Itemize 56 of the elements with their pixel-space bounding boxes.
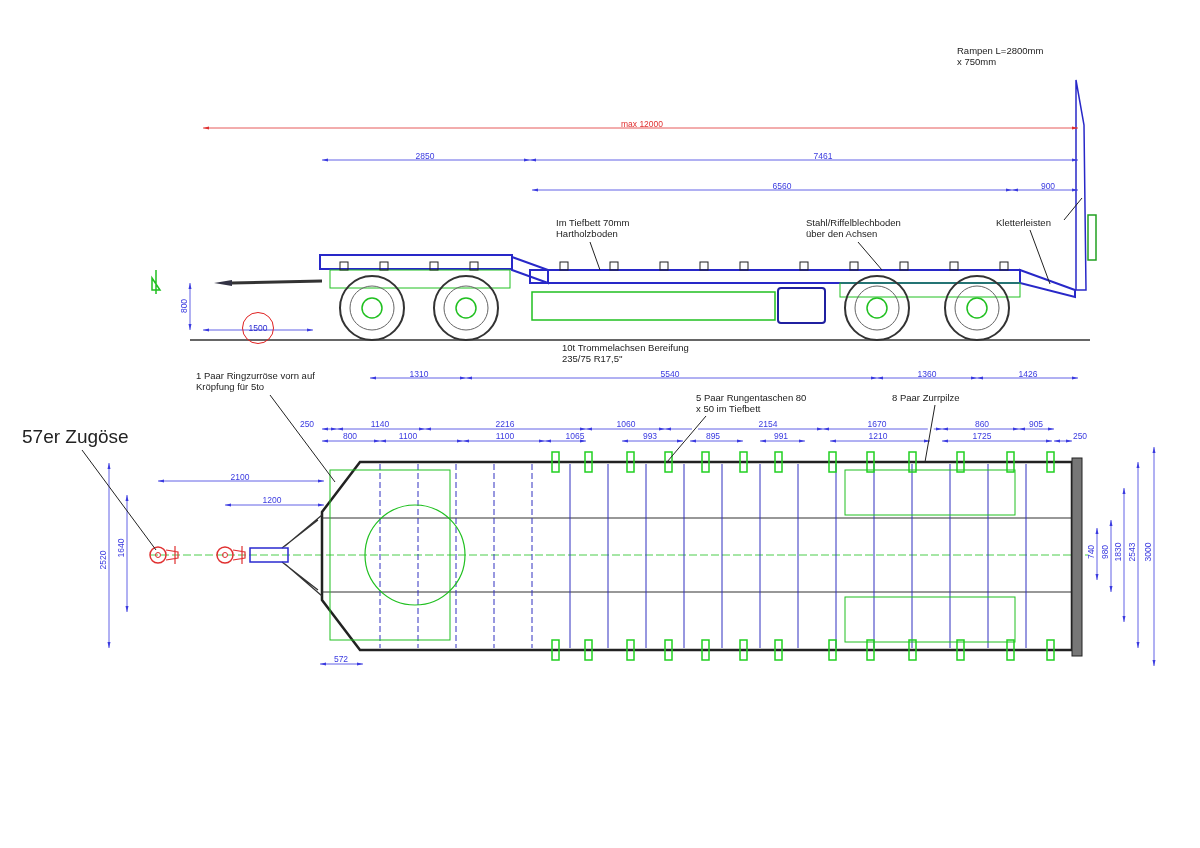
leader-line xyxy=(666,415,707,463)
dimension-value: 2154 xyxy=(758,419,778,429)
dimension-value: 860 xyxy=(974,419,990,429)
dimension-value: 800 xyxy=(342,431,358,441)
leader-line xyxy=(589,241,601,271)
dimension-value: 1725 xyxy=(972,431,992,441)
dimension-value: 2216 xyxy=(495,419,515,429)
dimension-value: 2520 xyxy=(98,550,108,570)
dimension-value: 1310 xyxy=(409,369,429,379)
dimension-value: 1670 xyxy=(867,419,887,429)
annotation-text: Kletterleisten xyxy=(996,218,1066,229)
dimension-value: 2100 xyxy=(230,472,250,482)
dimension-value: max 12000 xyxy=(620,119,664,129)
dimension-value: 250 xyxy=(299,419,315,429)
leader-line xyxy=(857,241,883,271)
annotation-text: 5 Paar Rungentaschen 80 x 50 im Tiefbett xyxy=(696,393,808,415)
leader-line xyxy=(1029,229,1051,285)
dimension-value: 1830 xyxy=(1113,542,1123,562)
dimension-value: 1210 xyxy=(868,431,888,441)
dimension-value: 7461 xyxy=(813,151,833,161)
dimension-value: 1360 xyxy=(917,369,937,379)
leader-line xyxy=(924,404,936,463)
dimension-value: 991 xyxy=(773,431,789,441)
dimension-value: 1100 xyxy=(495,431,515,441)
dimension-value: 993 xyxy=(642,431,658,441)
leader-line xyxy=(1063,197,1083,221)
annotation-text: 57er Zugöse xyxy=(22,426,192,448)
dimension-value: 980 xyxy=(1100,544,1110,560)
dimension-value: 1140 xyxy=(370,419,390,429)
annotation-text: Im Tiefbett 70mm Hartholzboden xyxy=(556,218,666,240)
dimension-value: 800 xyxy=(179,298,189,314)
dimension-value: 1100 xyxy=(398,431,418,441)
note-text: Rampen L=2800mm x 750mm xyxy=(957,46,1045,68)
dimension-value: 5540 xyxy=(660,369,680,379)
dimension-value: 2850 xyxy=(415,151,435,161)
dimension-value: 1426 xyxy=(1018,369,1038,379)
dimension-value: 900 xyxy=(1040,181,1056,191)
dimension-value: 1060 xyxy=(616,419,636,429)
note-text: 10t Trommelachsen Bereifung 235/75 R17,5'' xyxy=(562,343,690,365)
leader-line xyxy=(81,449,157,551)
dimension-value: 6560 xyxy=(772,181,792,191)
leader-line xyxy=(269,394,336,483)
dimension-value: 895 xyxy=(705,431,721,441)
dimension-value: 2543 xyxy=(1127,542,1137,562)
dimension-value: 740 xyxy=(1086,544,1096,560)
dimension-value: 3000 xyxy=(1143,542,1153,562)
annotation-text: 1 Paar Ringzurröse vorn auf Kröpfung für 5to xyxy=(196,371,322,393)
dimension-value: 1200 xyxy=(262,495,282,505)
dimension-value: 572 xyxy=(333,654,349,664)
annotation-text: 8 Paar Zurrpilze xyxy=(892,393,992,404)
dimension-value: 1500 xyxy=(248,323,268,333)
dimension-value: 250 xyxy=(1072,431,1088,441)
dimension-value: 1065 xyxy=(565,431,585,441)
dimension-value: 905 xyxy=(1028,419,1044,429)
dimension-value: 1640 xyxy=(116,538,126,558)
annotation-text: Stahl/Riffelblechboden über den Achsen xyxy=(806,218,916,240)
